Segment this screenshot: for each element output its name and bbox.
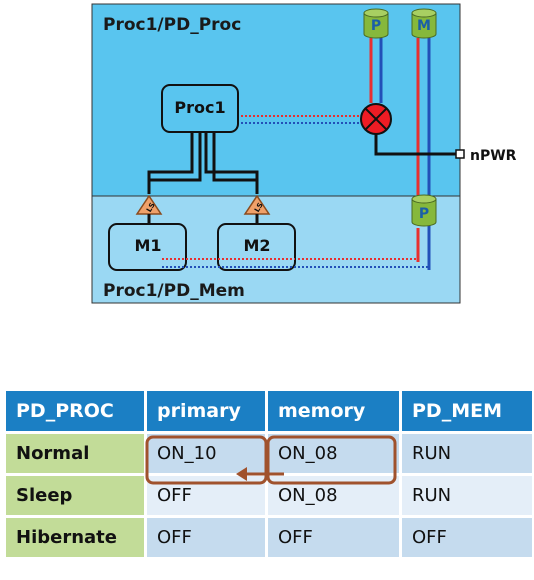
npwr-pin — [455, 149, 465, 159]
cell-pd-mem: OFF — [402, 518, 532, 557]
cell-memory: ON_08 — [268, 476, 399, 515]
pd-mem-label: Proc1/PD_Mem — [103, 281, 245, 301]
cell-primary: ON_10 — [147, 434, 265, 473]
table-row: Sleep OFF ON_08 RUN — [6, 476, 532, 515]
memory-m1-label: M1 — [134, 236, 161, 255]
table-row: Hibernate OFF OFF OFF — [6, 518, 532, 557]
power-switch-p-bottom-label: P — [419, 206, 429, 222]
table-row: Normal ON_10 ON_08 RUN — [6, 434, 532, 473]
power-switch-p-top: P — [363, 8, 389, 39]
level-shifter-1-label: LS — [145, 201, 157, 213]
cell-memory: OFF — [268, 518, 399, 557]
power-domain-diagram: Proc1/PD_Proc Proc1/PD_Mem P M P nPWR Pr… — [91, 3, 517, 304]
power-state-table: PD_PROC primary memory PD_MEM Normal ON_… — [3, 388, 534, 560]
level-shifter-2-label: LS — [253, 201, 265, 213]
cell-pd-mem: RUN — [402, 476, 532, 515]
row-state-name: Hibernate — [6, 518, 144, 557]
isolation-cell — [360, 103, 392, 135]
header-pd-proc: PD_PROC — [6, 391, 144, 431]
table-header-row: PD_PROC primary memory PD_MEM — [6, 391, 532, 431]
npwr-label: nPWR — [470, 148, 517, 164]
pd-proc-label: Proc1/PD_Proc — [103, 15, 241, 35]
row-state-name: Normal — [6, 434, 144, 473]
npwr-control-wire — [374, 134, 457, 156]
cell-pd-mem: RUN — [402, 434, 532, 473]
power-switch-m: M — [411, 8, 437, 39]
proc1-label: Proc1 — [174, 98, 225, 117]
cell-primary: OFF — [147, 518, 265, 557]
row-state-name: Sleep — [6, 476, 144, 515]
cell-primary: OFF — [147, 476, 265, 515]
power-switch-m-label: M — [417, 18, 431, 34]
proc-to-m1-bus — [147, 132, 202, 194]
header-memory: memory — [268, 391, 399, 431]
power-switch-p-top-label: P — [371, 18, 381, 34]
memory-m2-label: M2 — [243, 236, 270, 255]
header-primary: primary — [147, 391, 265, 431]
header-pd-mem: PD_MEM — [402, 391, 532, 431]
pd-proc-domain — [91, 3, 461, 197]
proc-to-m2-bus — [204, 132, 259, 194]
cell-memory: ON_08 — [268, 434, 399, 473]
power-switch-p-bottom: P — [411, 194, 437, 227]
